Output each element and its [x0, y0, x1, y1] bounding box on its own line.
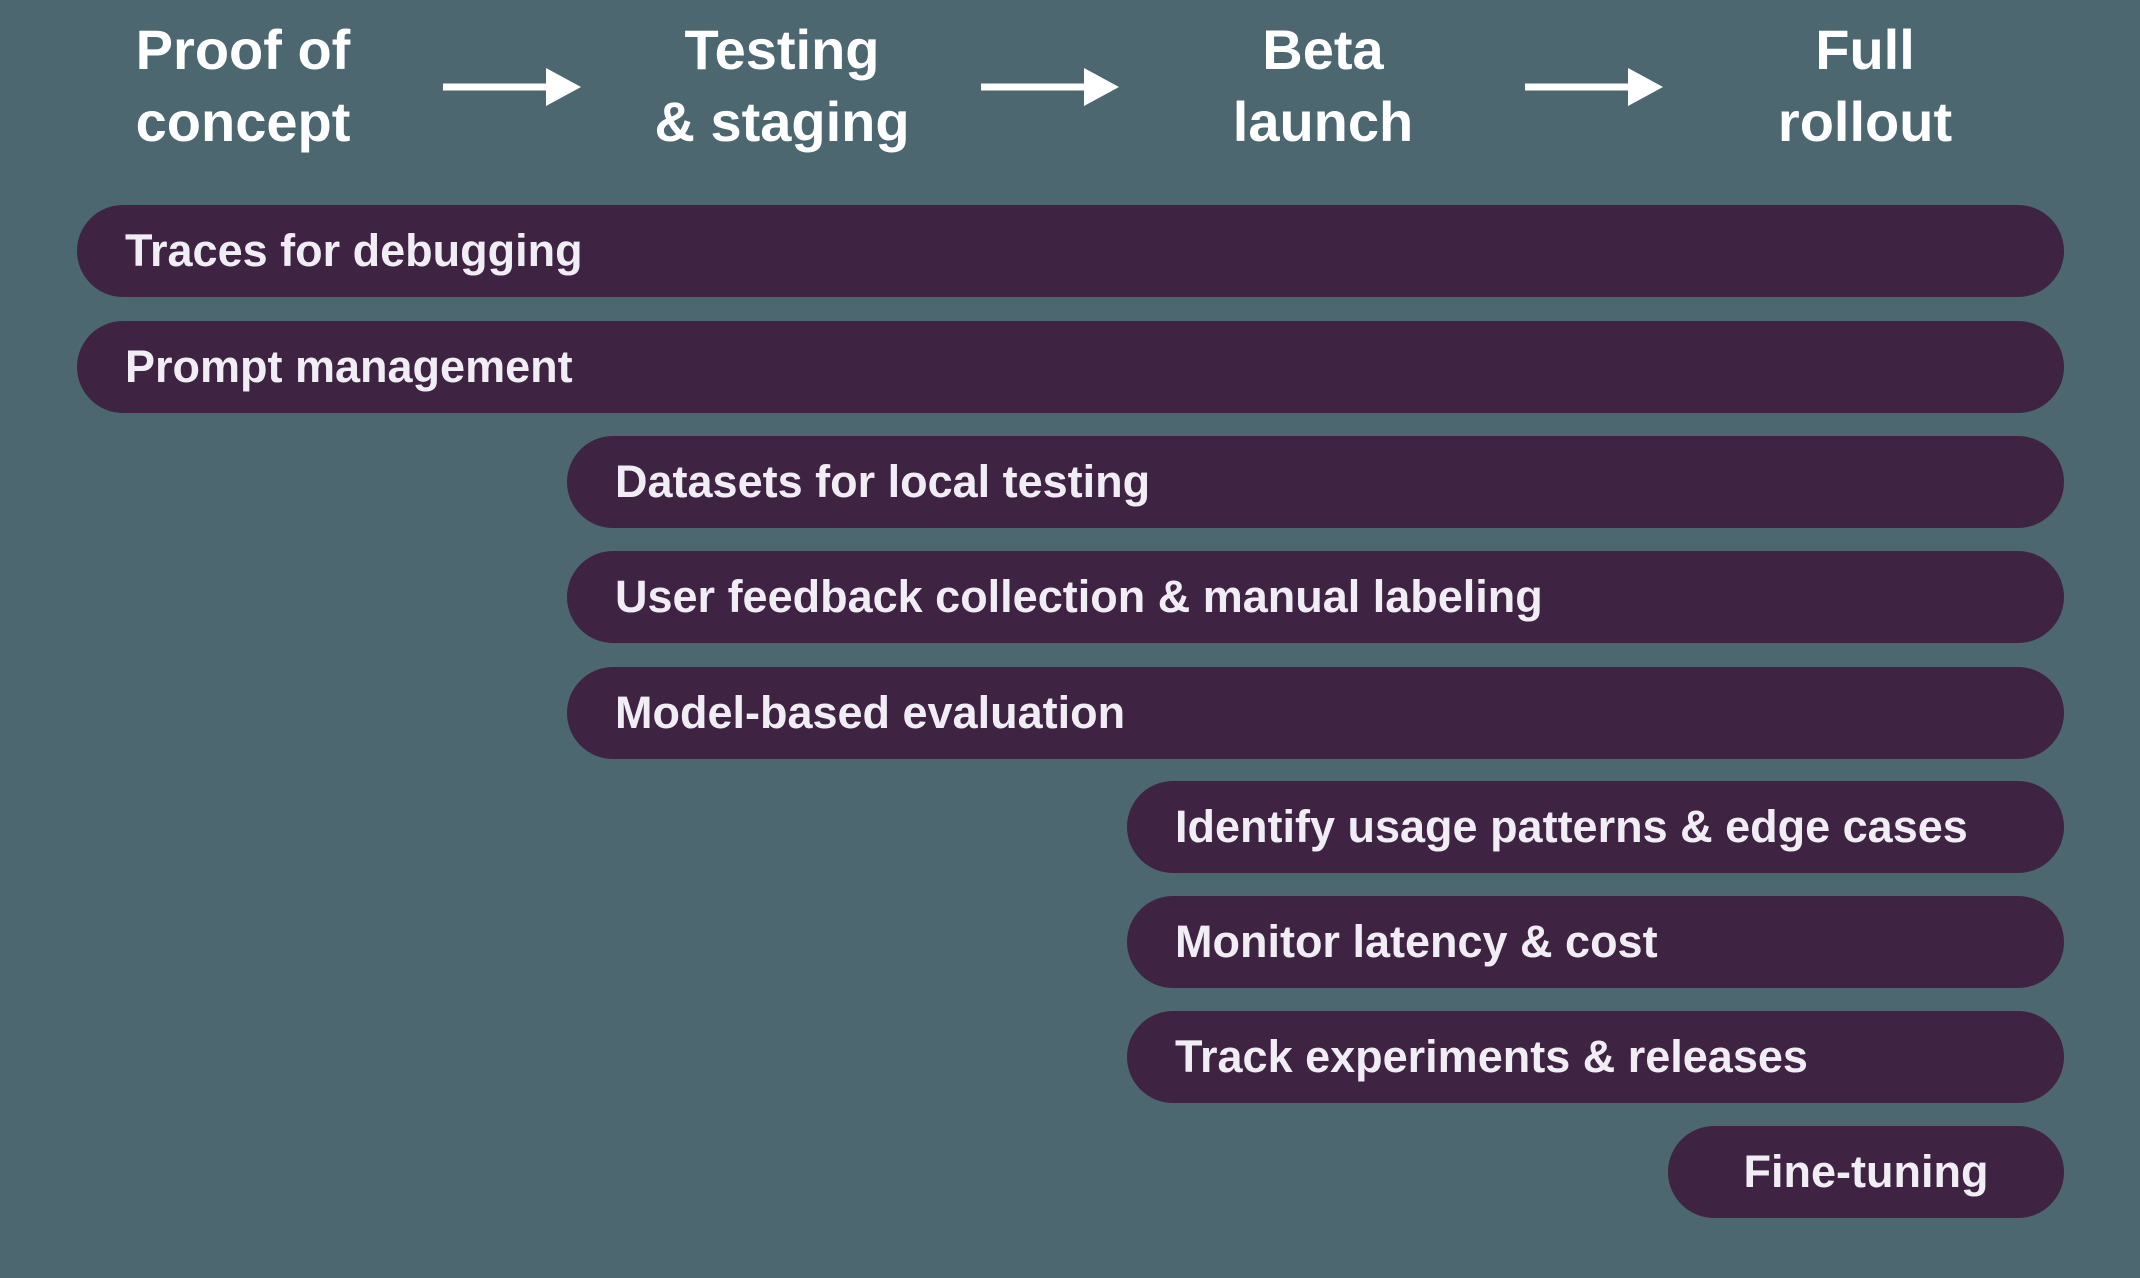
bar-model-based-evaluation: Model-based evaluation	[567, 667, 2064, 759]
bar-monitor-latency-cost: Monitor latency & cost	[1127, 896, 2064, 988]
bar-identify-usage-patterns: Identify usage patterns & edge cases	[1127, 781, 2064, 873]
bar-user-feedback-collection: User feedback collection & manual labeli…	[567, 551, 2064, 643]
bar-label: Prompt management	[125, 341, 573, 392]
bar-prompt-management: Prompt management	[77, 321, 2064, 413]
bar-track-experiments-releases: Track experiments & releases	[1127, 1011, 2064, 1103]
bar-label: Model-based evaluation	[615, 687, 1126, 738]
bar-datasets-for-local-testing: Datasets for local testing	[567, 436, 2064, 528]
right-arrow-icon	[981, 59, 1119, 115]
bar-label: Track experiments & releases	[1175, 1031, 1808, 1082]
bar-label: Monitor latency & cost	[1175, 916, 1658, 967]
stage-label-line: & staging	[654, 90, 910, 153]
bar-label: Datasets for local testing	[615, 456, 1151, 507]
bar-label: Identify usage patterns & edge cases	[1175, 801, 1968, 852]
bar-label: User feedback collection & manual labeli…	[615, 571, 1543, 622]
stage-label-line: Proof of	[135, 18, 351, 81]
stage-label-line: Full	[1815, 18, 1915, 81]
stage-label-line: launch	[1232, 90, 1414, 153]
stage-proof-of-concept: Proof of concept	[136, 14, 351, 158]
right-arrow-icon	[443, 59, 581, 115]
stage-full-rollout: Full rollout	[1778, 14, 1952, 158]
stage-testing-staging: Testing & staging	[654, 14, 909, 158]
bar-label: Fine-tuning	[1743, 1146, 1989, 1197]
bar-traces-for-debugging: Traces for debugging	[77, 205, 2064, 297]
bar-label: Traces for debugging	[125, 225, 583, 276]
stage-label-line: Beta	[1262, 18, 1384, 81]
stage-label-line: concept	[135, 90, 351, 153]
stage-label-line: rollout	[1777, 90, 1953, 153]
stage-label-line: Testing	[684, 18, 880, 81]
bar-fine-tuning: Fine-tuning	[1668, 1126, 2064, 1218]
right-arrow-icon	[1525, 59, 1663, 115]
stage-beta-launch: Beta launch	[1233, 14, 1413, 158]
